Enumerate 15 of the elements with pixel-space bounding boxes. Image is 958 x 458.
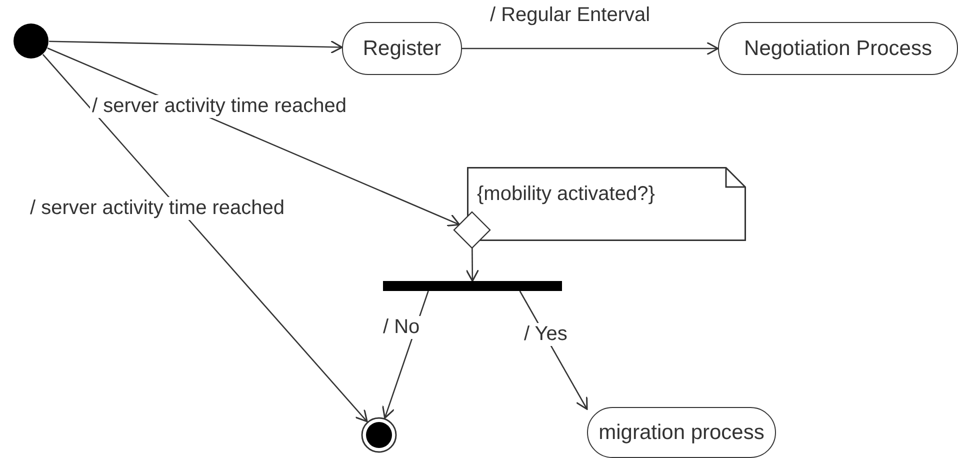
fork-bar — [383, 281, 562, 291]
state-box: Register — [342, 22, 462, 75]
arrow — [466, 248, 480, 282]
note — [467, 167, 746, 241]
state-box: Negotiation Process — [718, 22, 958, 75]
final-state — [361, 417, 397, 453]
note-text: {mobility activated?} — [477, 183, 655, 206]
arrow — [462, 42, 719, 56]
arrow — [42, 54, 368, 422]
decision-diamond — [454, 212, 490, 248]
edge-label: / Yes — [522, 323, 570, 346]
arrow — [48, 40, 343, 54]
edge-label: / No — [381, 316, 422, 339]
state-box: migration process — [587, 407, 776, 458]
initial-state — [13, 23, 49, 59]
